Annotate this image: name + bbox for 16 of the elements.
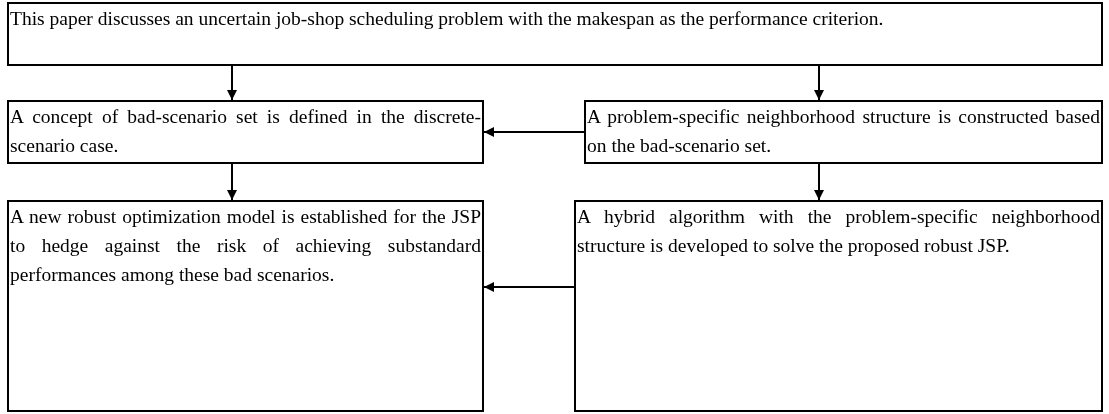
arrow bbox=[814, 65, 824, 101]
arrow bbox=[227, 163, 237, 201]
process-box bbox=[584, 100, 1103, 164]
process-box bbox=[7, 100, 484, 164]
arrow bbox=[814, 163, 824, 201]
process-box bbox=[7, 200, 484, 412]
arrow bbox=[227, 65, 237, 101]
box-text: A new robust optimization model is established for the JSP to hedge against the risk of achieving substandard performances among these bad scenarios. bbox=[9, 205, 482, 287]
arrow bbox=[483, 282, 575, 292]
box-text: A concept of bad-scenario set is defined in the discrete-scenario case. bbox=[9, 105, 482, 158]
process-box bbox=[7, 2, 1103, 66]
box-text: A hybrid algorithm with the problem-specific neighborhood structure is developed to solve the proposed robust JSP. bbox=[576, 205, 1101, 258]
arrow bbox=[483, 127, 585, 137]
box-text: This paper discusses an uncertain job-shop scheduling problem with the makespan as the performance criterion. bbox=[9, 7, 885, 31]
box-text: A problem-specific neighborhood structure is constructed based on the bad-scenario set. bbox=[586, 105, 1101, 158]
process-box bbox=[574, 200, 1103, 412]
